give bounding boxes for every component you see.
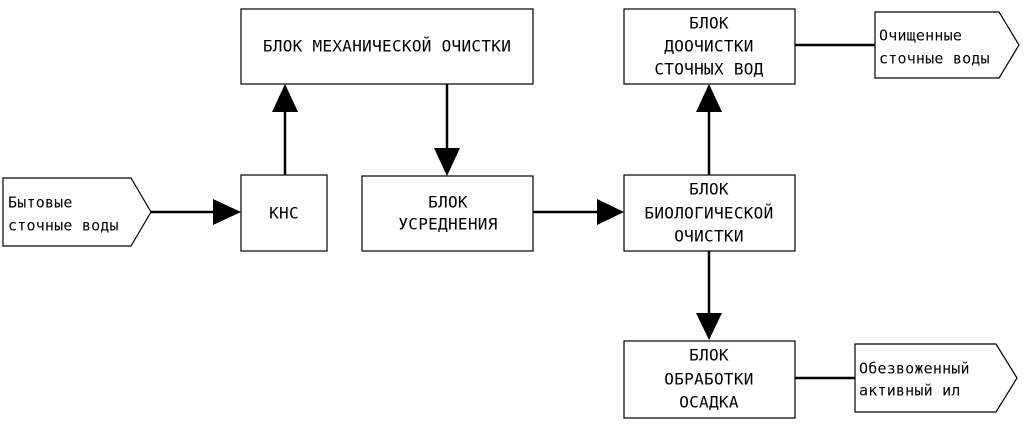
output-water-label-line2: сточные воды: [879, 50, 990, 68]
arrowhead-into-post-treatment: [696, 84, 722, 112]
arrowhead-into-biological: [597, 199, 624, 225]
biological-block-frame: [623, 174, 796, 252]
sludge-label-line1: БЛОК: [689, 346, 729, 365]
connectors: [151, 43, 875, 380]
output-water-tag-shape: [874, 11, 1020, 79]
arrowheads: [213, 84, 722, 340]
arrowhead-into-mechanical: [272, 84, 298, 112]
biological-treatment-block: БЛОК БИОЛОГИЧЕСКОЙ ОЧИСТКИ: [623, 174, 796, 252]
sludge-label-line3: ОСАДКА: [679, 393, 739, 412]
mechanical-block-frame: [240, 8, 534, 85]
mechanical-treatment-block: БЛОК МЕХАНИЧЕСКОЙ ОЧИСТКИ: [240, 8, 534, 85]
biological-label-line3: ОЧИСТКИ: [674, 227, 744, 246]
biological-label-line1: БЛОК: [689, 180, 729, 199]
kns-block-frame: [240, 174, 328, 252]
kns-block: КНС: [240, 174, 328, 252]
equalization-label-line2: УСРЕДНЕНИЯ: [398, 215, 497, 234]
output-dewatered-sludge-tag: Обезвоженный активный ил: [854, 343, 1018, 413]
biological-label-line2: БИОЛОГИЧЕСКОЙ: [644, 204, 773, 223]
sludge-block-frame: [623, 340, 796, 419]
equalization-block-frame: [361, 175, 534, 252]
arrowhead-into-equalization: [434, 148, 460, 176]
output-sludge-label-line1: Обезвоженный: [859, 360, 970, 378]
output-water-label-line1: Очищенные: [879, 27, 962, 45]
post-treatment-block-frame: [623, 8, 796, 85]
input-label-line1: Бытовые: [8, 194, 73, 212]
sludge-label-line2: ОБРАБОТКИ: [664, 370, 753, 389]
post-treatment-label-line2: ДООЧИСТКИ: [664, 37, 753, 56]
output-treated-water-tag: Очищенные сточные воды: [874, 11, 1020, 79]
mechanical-label: БЛОК МЕХАНИЧЕСКОЙ ОЧИСТКИ: [263, 37, 511, 56]
input-tag-shape: [2, 177, 152, 247]
output-sludge-label-line2: активный ил: [859, 382, 961, 400]
sludge-treatment-block: БЛОК ОБРАБОТКИ ОСАДКА: [623, 340, 796, 419]
equalization-label-line1: БЛОК: [428, 193, 468, 212]
input-wastewater-tag: Бытовые сточные воды: [2, 177, 152, 247]
arrowhead-into-sludge: [696, 313, 722, 340]
input-label-line2: сточные воды: [8, 217, 119, 235]
kns-label: КНС: [269, 204, 299, 223]
arrowhead-into-kns: [213, 199, 241, 225]
post-treatment-block: БЛОК ДООЧИСТКИ СТОЧНЫХ ВОД: [623, 8, 796, 85]
post-treatment-label-line3: СТОЧНЫХ ВОД: [654, 60, 763, 79]
output-sludge-tag-shape: [854, 343, 1018, 413]
equalization-block: БЛОК УСРЕДНЕНИЯ: [361, 175, 534, 252]
post-treatment-label-line1: БЛОК: [689, 14, 729, 33]
